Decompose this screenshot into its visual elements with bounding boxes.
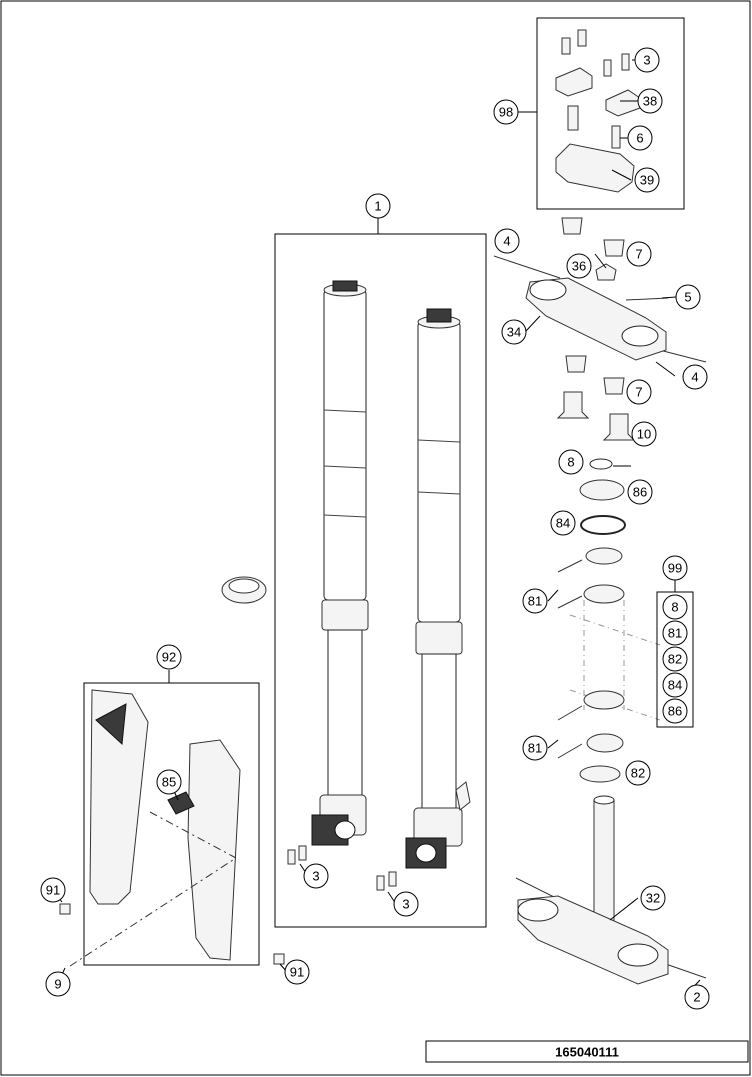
upper-triple-clamp (493, 217, 707, 363)
callout-label: 6 (636, 131, 643, 146)
callout-c9: 9 (45, 971, 71, 997)
kit-99-item-label: 86 (668, 704, 682, 719)
callout-label: 8 (567, 455, 574, 470)
drawing-number: 165040111 (555, 1045, 619, 1060)
callout-label: 7 (635, 247, 642, 262)
callout-label: 10 (637, 427, 651, 442)
callout-label: 3 (312, 869, 319, 884)
kit-99-box (656, 591, 694, 728)
callout-c91-left: 91 (40, 877, 66, 903)
callout-label: 85 (162, 775, 176, 790)
kit-99 (656, 580, 694, 728)
kit-99-item-label: 84 (668, 678, 682, 693)
callout-c2: 2 (684, 984, 710, 1010)
fork-guard-box (83, 682, 260, 966)
drawing-number-box (425, 1040, 749, 1063)
callout-label: 99 (668, 561, 682, 576)
handlebar-clamp-kit (518, 17, 685, 210)
callout-c3-left: 3 (303, 863, 329, 889)
callout-c98: 98 (493, 99, 519, 125)
kit-99-item-label: 81 (668, 626, 682, 641)
callout-c34: 34 (501, 319, 527, 345)
callout-bubbles: 1983386394736534471088684819981829285339… (40, 47, 710, 1010)
callout-c85: 85 (156, 769, 182, 795)
callout-label: 84 (556, 516, 570, 531)
clamp-kit-box (536, 17, 685, 210)
fork-leg-right (405, 308, 471, 869)
callout-c3-right: 3 (393, 891, 419, 917)
steering-stack-parts (556, 355, 661, 783)
kit-99-item: 81 (662, 620, 688, 646)
kit-99-item-label: 82 (668, 652, 682, 667)
callout-label: 3 (402, 897, 409, 912)
callout-c4-bottom: 4 (682, 364, 708, 390)
callout-label: 4 (691, 370, 698, 385)
fork-group-box (274, 233, 487, 928)
callout-label: 7 (635, 385, 642, 400)
callout-c1: 1 (365, 193, 391, 219)
callout-c92: 92 (156, 644, 182, 670)
kit-99-item: 86 (662, 698, 688, 724)
callout-label: 1 (374, 199, 381, 214)
callout-label: 91 (46, 883, 60, 898)
fork-leg-left (311, 280, 369, 846)
callout-label: 98 (499, 105, 513, 120)
callout-c3-top: 3 (634, 47, 660, 73)
callout-label: 92 (162, 650, 176, 665)
callout-c82: 82 (625, 760, 651, 786)
callout-label: 9 (54, 977, 61, 992)
callout-c32: 32 (640, 885, 666, 911)
callout-label: 3 (643, 53, 650, 68)
callout-label: 91 (290, 965, 304, 980)
callout-c99: 99 (662, 555, 688, 581)
screws-right (376, 871, 397, 891)
kit-99-item: 8 (662, 594, 688, 620)
fork-legs-group (221, 218, 487, 928)
callout-c84: 84 (550, 510, 576, 536)
screws-left (287, 845, 307, 865)
callout-c4-top: 4 (494, 228, 520, 254)
callout-c86: 86 (627, 479, 653, 505)
fork-guard-group (59, 670, 285, 967)
kit-99-item: 82 (662, 646, 688, 672)
kit-99-item: 84 (662, 672, 688, 698)
callout-c10: 10 (631, 421, 657, 447)
kit-99-item-label: 8 (671, 600, 678, 615)
callout-label: 5 (684, 290, 691, 305)
callout-c91-right: 91 (284, 959, 310, 985)
callout-c36: 36 (566, 253, 592, 279)
callout-label: 82 (631, 766, 645, 781)
callout-label: 4 (503, 234, 510, 249)
callout-label: 81 (528, 594, 542, 609)
callout-label: 38 (643, 94, 657, 109)
callout-c81-top: 81 (522, 588, 548, 614)
callout-label: 36 (572, 259, 586, 274)
callout-c6: 6 (627, 125, 653, 151)
callout-label: 81 (528, 741, 542, 756)
lower-triple-clamp (515, 795, 707, 985)
callout-label: 39 (640, 173, 654, 188)
callout-label: 34 (507, 325, 521, 340)
callout-c38: 38 (637, 88, 663, 114)
callout-c7-top: 7 (626, 241, 652, 267)
callout-c7-mid: 7 (626, 379, 652, 405)
callout-label: 86 (633, 485, 647, 500)
callout-label: 2 (693, 990, 700, 1005)
callout-label: 32 (646, 891, 660, 906)
callout-c5: 5 (675, 284, 701, 310)
callout-c81-bottom: 81 (522, 735, 548, 761)
callout-c39: 39 (634, 167, 660, 193)
loose-nut (221, 576, 267, 604)
callout-c8: 8 (558, 449, 584, 475)
